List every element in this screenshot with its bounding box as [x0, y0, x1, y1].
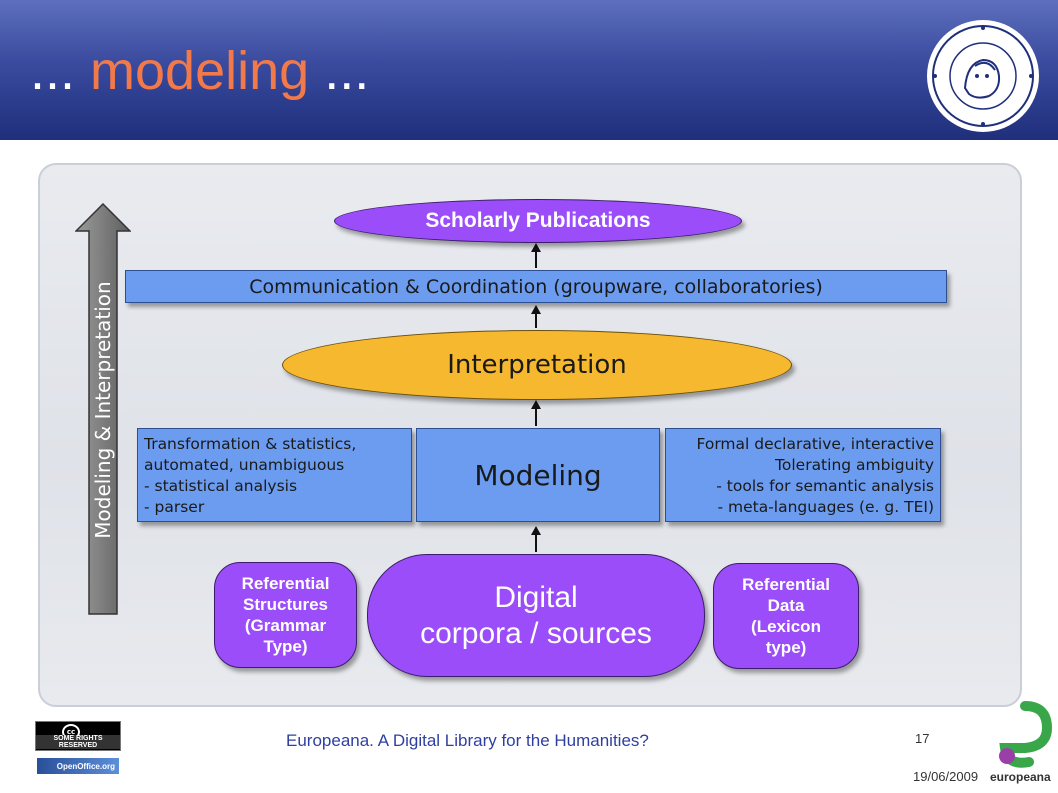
openoffice-logo: OpenOffice.org [37, 758, 119, 774]
interpretation-node: Interpretation [282, 330, 792, 400]
referential-data-line: type) [765, 638, 807, 657]
scholarly-publications-node: Scholarly Publications [334, 199, 742, 243]
referential-data-node: Referential Data (Lexicon type) [713, 563, 859, 669]
referential-data-line: (Lexicon [751, 617, 821, 636]
referential-data-line: Data [767, 596, 805, 615]
referential-structures-line: Referential [241, 574, 330, 593]
formal-declarative-box: Formal declarative, interactive Tolerati… [665, 428, 941, 522]
slide-title: ... modeling ... [30, 44, 369, 98]
title-suffix: ... [324, 41, 370, 101]
vertical-axis-label: Modeling & Interpretation [91, 281, 115, 539]
modeling-label: Modeling [474, 458, 602, 492]
referential-structures-line: Type) [263, 637, 308, 656]
vertical-up-arrow-icon [75, 203, 131, 615]
digital-corpora-line: corpora / sources [420, 616, 652, 650]
formal-line: Tolerating ambiguity [775, 456, 934, 474]
cc-license-text: SOME RIGHTS RESERVED [36, 735, 120, 749]
formal-line: - tools for semantic analysis [716, 477, 934, 495]
formal-line: Formal declarative, interactive [696, 435, 934, 453]
scholarly-publications-label: Scholarly Publications [425, 209, 651, 232]
transformation-line: automated, unambiguous [144, 456, 345, 474]
creative-commons-logo: cc SOME RIGHTS RESERVED [35, 721, 121, 751]
university-seal-icon [927, 20, 1039, 132]
openoffice-text: OpenOffice.org [56, 761, 115, 771]
slide-header: ... modeling ... [0, 0, 1058, 140]
digital-corpora-node: Digital corpora / sources [367, 554, 705, 677]
title-prefix: ... [30, 41, 76, 101]
transformation-line: - parser [144, 498, 205, 516]
interpretation-label: Interpretation [447, 350, 627, 380]
page-number: 17 [915, 731, 930, 746]
communication-label: Communication & Coordination (groupware,… [249, 275, 823, 298]
title-highlight: modeling [90, 41, 310, 101]
europeana-text: europeana [990, 770, 1051, 784]
communication-node: Communication & Coordination (groupware,… [125, 270, 947, 303]
formal-line: - meta-languages (e. g. TEI) [717, 498, 934, 516]
transformation-line: Transformation & statistics, [144, 435, 357, 453]
digital-corpora-line: Digital [494, 580, 578, 614]
transformation-line: - statistical analysis [144, 477, 298, 495]
referential-data-line: Referential [742, 575, 830, 594]
europeana-logo-icon [999, 701, 1053, 768]
slide-date: 19/06/2009 [913, 769, 979, 784]
referential-structures-line: Structures [242, 595, 329, 614]
modeling-node: Modeling [416, 428, 660, 522]
transformation-box: Transformation & statistics, automated, … [137, 428, 412, 522]
referential-structures-node: Referential Structures (Grammar Type) [214, 562, 357, 668]
referential-structures-line: (Grammar [244, 616, 327, 635]
footer-title: Europeana. A Digital Library for the Hum… [286, 731, 649, 750]
